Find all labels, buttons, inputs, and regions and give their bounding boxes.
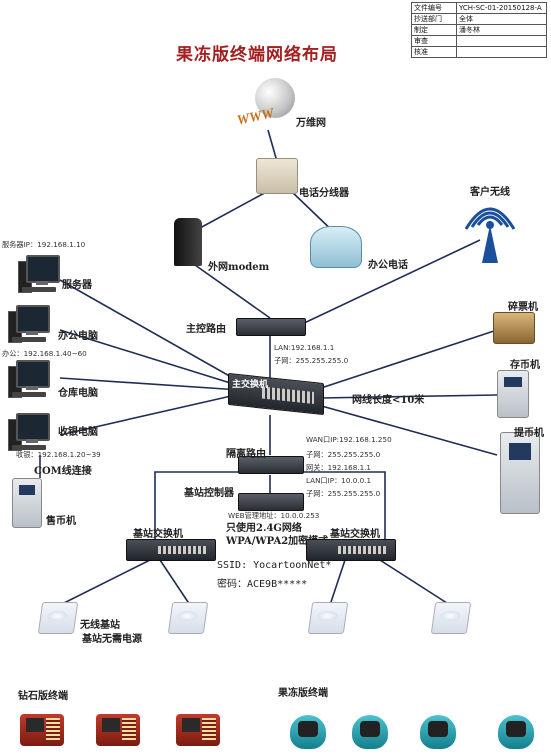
isolation-router-label: 隔离路由	[226, 449, 266, 460]
base-switch-right-label: 基站交换机	[330, 529, 380, 540]
cashier-computer-icon	[6, 413, 50, 453]
deposit-machine-icon	[497, 370, 529, 418]
ticket-shredder-icon	[493, 312, 535, 344]
withdraw-machine-icon	[500, 432, 540, 514]
base-controller-label: 基站控制器	[184, 488, 234, 499]
server-label: 服务器	[62, 280, 92, 291]
web-mgmt-address: WEB管理地址：10.0.0.253	[228, 511, 320, 520]
subnet-2: 子网：255.255.255.0	[306, 450, 381, 459]
jelly-terminal-icon	[288, 705, 328, 749]
jelly-terminal-icon	[350, 705, 390, 749]
security-note: WPA/WPA2加密模式	[226, 536, 329, 547]
client-wireless-label: 客户无线	[470, 187, 510, 198]
diamond-terminal-icon	[96, 706, 140, 748]
warehouse-pc-label: 仓库电脑	[58, 388, 98, 399]
client-wireless-antenna-icon	[460, 195, 520, 265]
band-note: 只使用2.4G网络	[226, 523, 302, 534]
wireless-base-label: 无线基站	[80, 620, 120, 631]
withdraw-machine-label: 提币机	[514, 428, 544, 439]
main-router-label: 主控路由	[186, 324, 226, 335]
lan2-ip: LAN口IP：10.0.0.1	[306, 476, 372, 485]
ssid-note: SSID: YocartoonNet*	[217, 560, 332, 571]
lan-ip: LAN:192.168.1.1	[274, 343, 335, 352]
telephone-icon	[310, 226, 362, 268]
server-computer-icon	[16, 255, 60, 295]
main-router-icon	[236, 318, 306, 336]
modem-icon	[174, 218, 202, 266]
jelly-terminal-icon	[418, 705, 458, 749]
ticket-machine-label: 碎票机	[508, 302, 538, 313]
coin-seller-label: 售币机	[46, 516, 76, 527]
main-switch-label: 主交换机	[232, 380, 269, 390]
jelly-terminal-label: 果冻版终端	[278, 688, 328, 699]
base-controller-icon	[238, 493, 304, 511]
warehouse-computer-icon	[6, 360, 50, 400]
office-phone-label: 办公电话	[368, 260, 408, 271]
wan-ip: WAN口IP:192.168.1.250	[306, 435, 392, 444]
server-ip: 服务器IP：192.168.1.10	[2, 240, 86, 249]
base-switch-left-icon	[126, 539, 216, 561]
cashier-pc-label: 收银电脑	[58, 427, 98, 438]
deposit-machine-label: 存币机	[510, 360, 540, 371]
diagram-title: 果冻版终端网络布局	[176, 45, 338, 65]
globe-icon	[255, 78, 295, 118]
info-value	[456, 46, 547, 58]
isolation-router-icon	[238, 456, 304, 474]
subnet-1: 子网：255.255.255.0	[274, 356, 349, 365]
diamond-terminal-icon	[20, 706, 64, 748]
wireless-base-station-icon	[307, 602, 349, 634]
wireless-base-station-icon	[430, 602, 472, 634]
modem-label: 外网modem	[208, 262, 270, 273]
internet-label: 万维网	[296, 118, 326, 129]
subnet-3: 子网：255.255.255.0	[306, 489, 381, 498]
wireless-base-station-icon	[167, 602, 209, 634]
cable-length-note: 网线长度<10米	[352, 395, 425, 406]
base-switch-right-icon	[306, 539, 396, 561]
phone-splitter-icon	[256, 158, 298, 194]
splitter-label: 电话分线器	[299, 188, 349, 199]
base-switch-left-label: 基站交换机	[133, 529, 183, 540]
office-ip: 办公：192.168.1.40~60	[2, 349, 87, 358]
diamond-terminal-label: 钻石版终端	[18, 691, 68, 702]
coin-seller-machine-icon	[12, 478, 42, 528]
com-connection-label: COM线连接	[34, 466, 92, 477]
gateway-ip: 网关：192.168.1.1	[306, 463, 372, 472]
password-note: 密码：ACE9B*****	[217, 579, 308, 590]
cashier-ip: 收银：192.168.1.20~39	[16, 450, 101, 459]
wireless-base-station-icon	[37, 602, 79, 634]
base-power-label: 基站无需电源	[82, 634, 142, 645]
office-computer-icon	[6, 305, 50, 345]
jelly-terminal-icon	[496, 705, 536, 749]
office-pc-label: 办公电脑	[58, 331, 98, 342]
diamond-terminal-icon	[176, 706, 220, 748]
